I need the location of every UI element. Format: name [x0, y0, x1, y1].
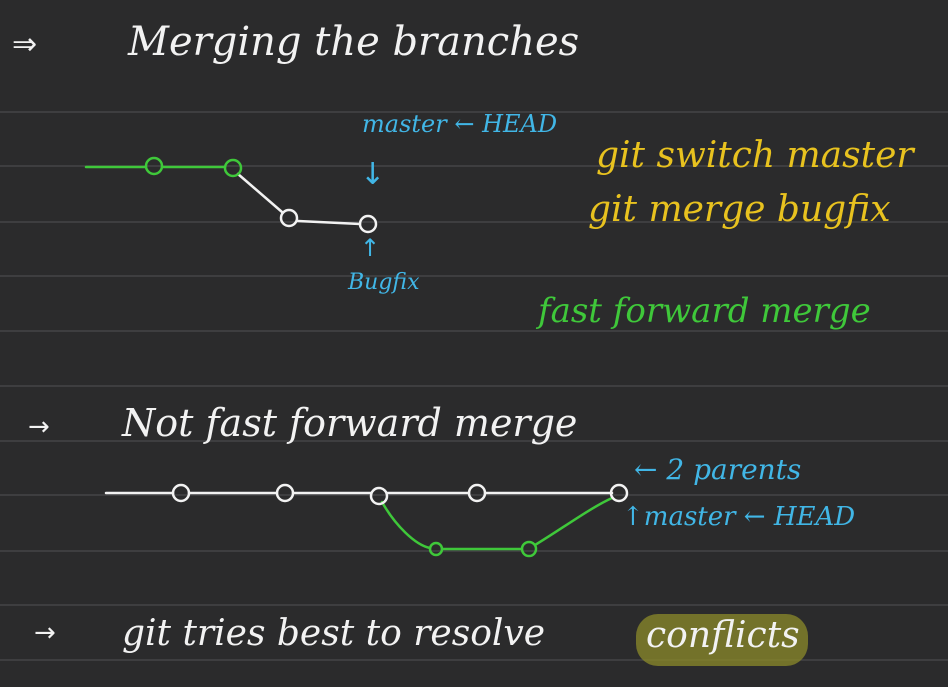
nff-commit-2 [275, 483, 295, 503]
ff-commits [144, 156, 378, 234]
ff-branch-white [236, 172, 362, 226]
nff-feature-line [380, 496, 614, 551]
nff-merge-commit [609, 483, 629, 503]
nff-commit-3 [369, 486, 389, 506]
ruled-lines [0, 111, 948, 661]
nff-parents-label: ← 2 parents [634, 453, 802, 486]
page-title: Merging the branches [128, 19, 580, 65]
nff-master-head-label: ↑master ← HEAD [622, 502, 856, 532]
ff-commit-3 [279, 208, 299, 228]
nff-feature-commit-2 [520, 540, 538, 558]
section3-arrow: → [34, 618, 56, 648]
command-merge: git merge bugfix [588, 189, 891, 230]
ff-commit-4 [358, 214, 378, 234]
ff-up-arrow: ↑ [360, 234, 381, 262]
command-switch: git switch master [596, 135, 914, 176]
nff-commit-4 [467, 483, 487, 503]
ff-note: fast forward merge [538, 291, 871, 331]
section2-arrow: → [28, 412, 50, 442]
nff-feature-commit-1 [428, 541, 444, 557]
section3-conflicts: conflicts [646, 615, 800, 656]
ff-master-head-label: master ← HEAD [362, 110, 558, 138]
nff-commits [171, 483, 629, 558]
ff-commit-1 [144, 156, 164, 176]
section3-text: git tries best to resolve [122, 613, 546, 654]
ff-down-arrow: ↓ [360, 157, 386, 192]
conflicts-highlight [636, 614, 808, 666]
section2-heading: Not fast forward merge [122, 401, 578, 445]
nff-commit-1 [171, 483, 191, 503]
ff-bugfix-label: Bugfix [348, 270, 420, 295]
title-arrow: ⇒ [12, 27, 38, 62]
ff-commit-2 [223, 158, 243, 178]
